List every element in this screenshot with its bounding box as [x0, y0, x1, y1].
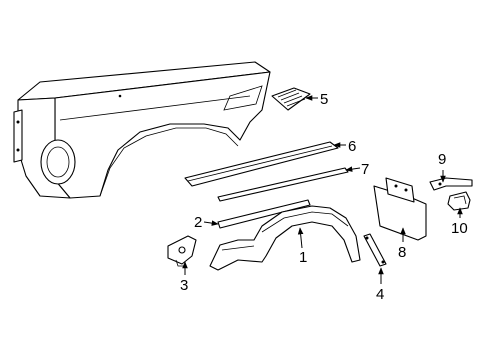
callout-4: 4: [376, 286, 384, 303]
callout-10: 10: [451, 220, 468, 237]
fender-assembly: [13, 61, 271, 199]
bracket-part-9: [429, 177, 473, 191]
strap-part-4: [363, 233, 387, 267]
leader-2: [203, 220, 219, 226]
molding-strip-part-6: [184, 141, 339, 187]
leader-lines: [182, 95, 463, 284]
callout-8: 8: [398, 244, 406, 261]
callout-labels: 1 2 3 4 5 6 7 8 9 10: [180, 91, 468, 303]
callout-2: 2: [194, 214, 202, 231]
leader-1: [297, 227, 304, 249]
callout-1: 1: [299, 249, 307, 266]
mud-flap-part-8: [373, 177, 427, 241]
clip-part-10: [447, 191, 471, 211]
callout-6: 6: [348, 138, 356, 155]
trim-strip-part-7: [217, 167, 349, 202]
callout-3: 3: [180, 277, 188, 294]
bracket-part-3: [167, 235, 197, 267]
callout-9: 9: [438, 151, 446, 168]
leader-7: [345, 166, 361, 172]
wheel-flare-part-1: [209, 205, 361, 271]
trim-strip-part-2: [217, 199, 311, 229]
vent-grille-part-5: [271, 87, 311, 111]
callout-5: 5: [320, 91, 328, 108]
callout-7: 7: [361, 161, 369, 178]
